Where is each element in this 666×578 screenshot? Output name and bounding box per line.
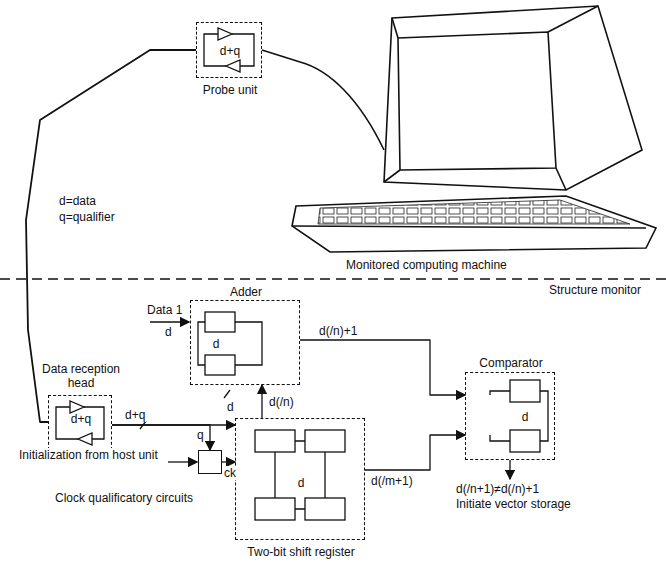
signal-label: d(/n)+1 bbox=[318, 324, 358, 338]
signal-name: Data 1 bbox=[146, 303, 183, 317]
bit-width: d bbox=[209, 337, 223, 351]
data-line bbox=[365, 435, 465, 470]
unit-box: Data reception headd+q bbox=[48, 395, 112, 450]
unit-box: Comparatord bbox=[465, 372, 555, 460]
condition-text: d(/n+1)≠d(/n)+1 bbox=[455, 482, 540, 496]
bit-width: d bbox=[294, 476, 308, 490]
bit-width: d bbox=[164, 325, 173, 339]
bit-width: d bbox=[518, 410, 532, 424]
unit-heading: Two-bit shift register bbox=[216, 545, 386, 559]
probe-cable bbox=[26, 50, 196, 422]
unit-caption: Clock qualificatory circuits bbox=[49, 491, 199, 505]
signal-lines bbox=[140, 322, 510, 479]
clock-box: Clock qualificatory circuits bbox=[198, 450, 222, 474]
unit-heading: Data reception head bbox=[27, 362, 135, 390]
bit-width: d bbox=[226, 400, 235, 414]
signal-name: Initialization from host unit bbox=[18, 448, 168, 462]
data-line bbox=[261, 385, 262, 418]
signal-text: d+q bbox=[197, 44, 263, 58]
register-cells bbox=[198, 312, 548, 520]
signal-label: ck bbox=[223, 466, 237, 480]
signal-text: d+q bbox=[49, 412, 113, 426]
unit-heading: Probe unit bbox=[183, 83, 277, 97]
clock-line bbox=[222, 461, 235, 462]
data-line bbox=[300, 340, 465, 395]
legend-note: q=qualifier bbox=[58, 210, 116, 224]
section-caption: Structure monitor bbox=[548, 283, 642, 297]
signal-label: d(/m+1) bbox=[370, 474, 414, 488]
signal-label: d(/n) bbox=[268, 395, 295, 409]
legend-note: d=data bbox=[58, 194, 97, 208]
separator-line bbox=[0, 278, 666, 279]
signal-label: q bbox=[196, 428, 205, 442]
unit-heading: Adder bbox=[191, 285, 301, 299]
machine-caption: Monitored computing machine bbox=[345, 258, 508, 272]
action-text: Initiate vector storage bbox=[455, 497, 572, 511]
computer-terminal bbox=[262, 6, 656, 252]
signal-label: d+q bbox=[124, 408, 146, 422]
unit-box: d+qProbe unit bbox=[196, 22, 262, 78]
unit-box: Adderd bbox=[190, 300, 300, 385]
unit-box: dTwo-bit shift register bbox=[235, 418, 365, 540]
unit-heading: Comparator bbox=[461, 356, 561, 370]
qualifier-line bbox=[112, 425, 210, 450]
